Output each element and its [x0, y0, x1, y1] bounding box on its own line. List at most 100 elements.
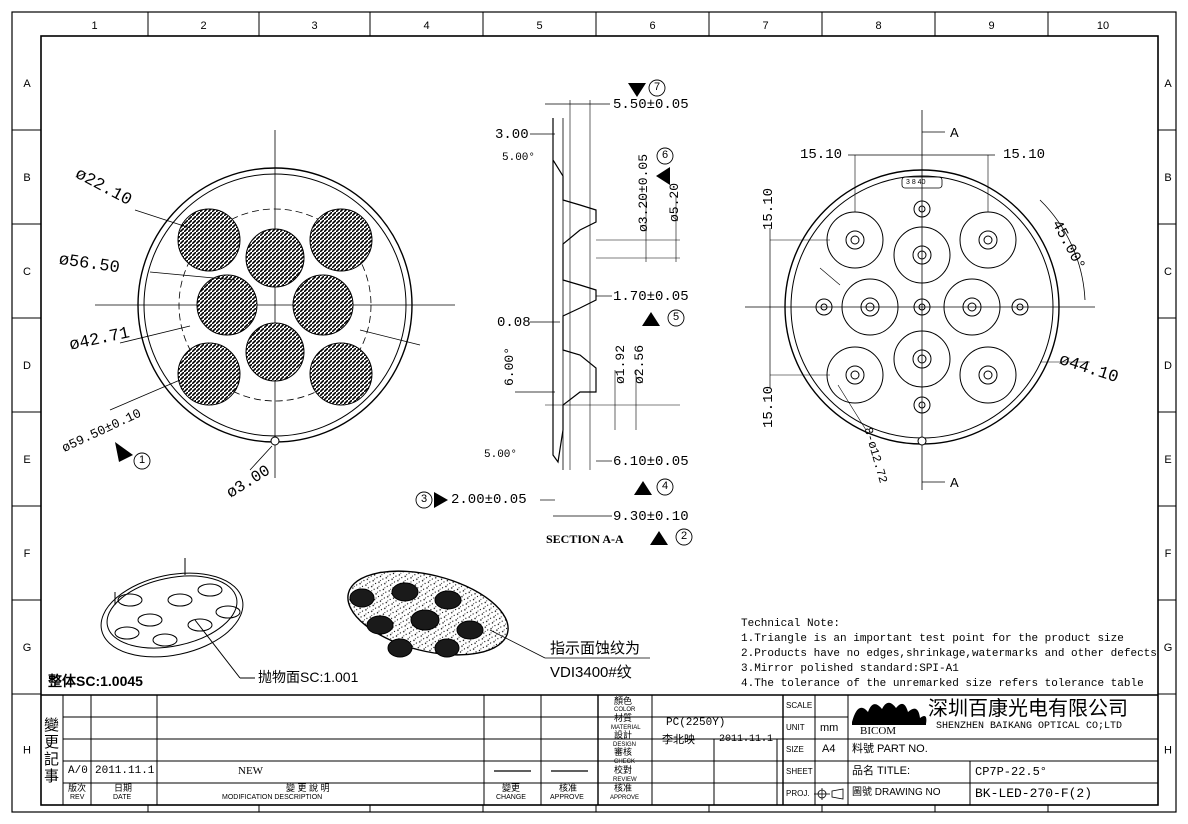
grid-row-label: A: [23, 78, 31, 90]
grid-row-label: A: [1164, 78, 1172, 90]
unit-value: mm: [820, 722, 839, 734]
lens-hatched: [177, 208, 241, 272]
grid-row-label: B: [1164, 172, 1171, 184]
hdr-date: DATE: [113, 794, 132, 801]
section-point-6: 6: [662, 149, 669, 161]
size-value: A4: [822, 743, 836, 755]
section-angle-500-top: 5.00°: [502, 152, 536, 164]
frame: [11, 11, 1177, 813]
lens-hatched: [245, 228, 305, 288]
sheet-label: SHEET: [786, 767, 813, 776]
brand-logo: [852, 702, 927, 725]
front-view: [95, 130, 455, 478]
drawing-no-value: BK-LED-270-F(2): [975, 786, 1093, 801]
company-name-cn: 深圳百康光电有限公司: [928, 698, 1128, 720]
section-dim-550: 5.50±0.05: [613, 97, 689, 113]
grid-column-label: 3: [311, 20, 317, 32]
section-dim-170: 1.70±0.05: [613, 289, 689, 305]
section-dim-930: 9.30±0.10: [613, 509, 689, 525]
etch-note-line-1: 指示面蚀纹为: [550, 640, 641, 657]
hdr-rev: REV: [70, 794, 85, 801]
grid-column-label: 9: [988, 20, 994, 32]
rev-value: A/0: [68, 765, 88, 777]
rev-description: NEW: [238, 765, 264, 777]
brand-name: BICOM: [860, 725, 897, 737]
section-view: [515, 100, 680, 517]
title-label: 品名 TITLE:: [852, 765, 911, 777]
section-point-5: 5: [673, 311, 680, 323]
hdr-approve-cn: 核准: [559, 783, 578, 793]
grid-row-label: F: [1165, 548, 1172, 560]
technical-note-line: 2.Products have no edges,shrinkage,water…: [741, 648, 1157, 660]
grid-row-label: D: [1164, 360, 1172, 372]
lens-hatched: [309, 208, 373, 272]
design-label-cn: 設計: [614, 730, 633, 740]
grid-column-label: 4: [423, 20, 429, 32]
technical-note-line: 3.Mirror polished standard:SPI-A1: [741, 663, 959, 675]
grid-row-label: F: [24, 548, 31, 560]
approve-label: APPROVE: [610, 795, 640, 801]
title-block-lines: [41, 694, 1158, 805]
material-value: PC(2250Y): [666, 717, 726, 729]
technical-note-line: 4.The tolerance of the unremarked size r…: [741, 678, 1144, 690]
grid-row-label: G: [23, 642, 32, 654]
iso-view-etched: [347, 570, 650, 659]
hdr-date-cn: 日期: [114, 783, 133, 793]
section-dim-520: ø5.20: [667, 182, 682, 222]
grid-row-label: G: [1164, 642, 1173, 654]
grid-row-label: H: [23, 745, 31, 757]
grid-column-label: 7: [762, 20, 768, 32]
hdr-desc: MODIFICATION DESCRIPTION: [222, 794, 323, 801]
grid-column-label: 8: [875, 20, 881, 32]
grid-column-label: 5: [536, 20, 542, 32]
rev-date: 2011.11.1: [95, 765, 155, 777]
section-point-3: 3: [421, 493, 428, 505]
projection-symbol: [814, 788, 844, 800]
approve-label-cn: 核准: [614, 783, 633, 793]
section-dim-200: 2.00±0.05: [451, 492, 527, 508]
grid-row-label: C: [1164, 266, 1172, 278]
section-triangles: [434, 83, 670, 545]
lens-hatched: [196, 274, 258, 336]
whole-sc-label: 整体SC:1.0045: [48, 673, 143, 689]
hdr-change: CHANGE: [496, 794, 526, 801]
design-date-value: 2011.11.1: [719, 734, 774, 745]
company-name-en: SHENZHEN BAIKANG OPTICAL CO;LTD: [936, 721, 1123, 732]
section-dim-256: ø2.56: [632, 344, 647, 384]
rear-dim-1510-v2: 15.10: [761, 385, 777, 428]
lens-hatched: [309, 342, 373, 406]
section-point-2: 2: [681, 530, 688, 542]
material-label-cn: 材質: [614, 713, 633, 723]
grid-row-label: B: [23, 172, 30, 184]
grid-column-label: 1: [91, 20, 97, 32]
material-label: MATERIAL: [611, 725, 641, 731]
section-dim-300: 3.00: [495, 127, 529, 143]
color-label: COLOR: [614, 707, 636, 713]
unit-label: UNIT: [786, 723, 805, 732]
proj-label: PROJ.: [786, 789, 810, 798]
section-dim-192: ø1.92: [613, 344, 628, 384]
lens-hatched: [245, 322, 305, 382]
part-no-label: 料號 PART NO.: [852, 743, 928, 755]
scale-label: SCALE: [786, 701, 813, 710]
parabolic-sc-label: 抛物面SC:1.001: [258, 669, 359, 685]
section-title: SECTION A-A: [546, 532, 624, 546]
grid-row-label: H: [1164, 745, 1172, 757]
title-value: CP7P-22.5°: [975, 765, 1048, 779]
rear-view: [745, 110, 1095, 490]
grid-row-label: C: [23, 266, 31, 278]
hdr-rev-cn: 版次: [68, 783, 87, 793]
grid-column-label: 6: [649, 20, 655, 32]
check-label: CHECK: [614, 759, 636, 765]
design-label: DESIGN: [613, 742, 637, 748]
check-label-cn: 審核: [614, 747, 633, 757]
lens-hatched: [292, 274, 354, 336]
grid-row-label: E: [23, 454, 30, 466]
front-test-point-1: 1: [139, 454, 146, 466]
grid-column-label: 2: [200, 20, 206, 32]
section-angle-600: 6.00°: [502, 346, 517, 386]
rear-dim-1510-left: 15.10: [800, 147, 843, 163]
review-label-cn: 校對: [614, 765, 633, 775]
technical-note: Technical Note: 1.Triangle is an importa…: [741, 617, 1157, 692]
